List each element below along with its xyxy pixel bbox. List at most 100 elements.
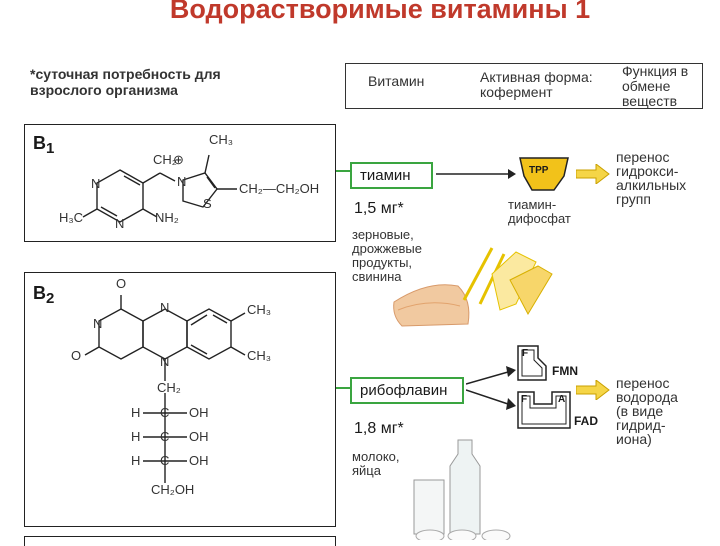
b2-ch2: CH₂ [157, 380, 181, 395]
b1-function: перенос гидрокси- алкильных групп [616, 150, 686, 206]
tpp-name-line-1: тиамин- [508, 197, 557, 212]
b1-label: B1 [33, 133, 54, 157]
b2-oh3: OH [189, 453, 209, 468]
b1-index: 1 [46, 140, 55, 157]
b1-dose: 1,5 мг* [354, 200, 404, 217]
b2-function-line-3: (в виде [616, 403, 664, 419]
b2-function-line-2: водорода [616, 389, 678, 405]
fad-letter-f: F [521, 394, 528, 405]
b2-ch3-a: CH₃ [247, 302, 272, 317]
b2-n2: N [160, 300, 170, 315]
b2-n3: N [160, 354, 170, 369]
fmn-letter-f: F [522, 348, 529, 359]
b1-source-1: зерновые, [352, 227, 414, 242]
b2-c3: C [160, 453, 170, 468]
riboflavin-structure [84, 295, 246, 483]
fad-coenzyme-icon [517, 391, 571, 429]
b1-plus: ⊕ [173, 152, 184, 167]
header-function: Функция в обмене веществ [622, 64, 688, 109]
fmn-coenzyme-icon [517, 345, 547, 381]
b2-h2: H [131, 429, 141, 444]
fad-label: FAD [574, 414, 598, 428]
b1-s: S [203, 196, 212, 211]
b1-connector [336, 170, 352, 172]
b1-function-line-3: алкильных [616, 177, 687, 193]
b2-arrows [466, 366, 516, 410]
b1-function-arrow [576, 164, 610, 184]
header-function-line-1: Функция в [622, 63, 689, 79]
header-function-line-3: веществ [622, 93, 678, 109]
b2-name-box: рибофлавин [350, 377, 464, 404]
b2-label: B2 [33, 283, 54, 307]
b2-o-top: O [116, 276, 127, 291]
header-active-form-line-1: Активная форма: [480, 69, 593, 85]
b2-source-1: молоко, [352, 449, 400, 464]
b2-h1: H [131, 405, 141, 420]
b2-index: 2 [46, 290, 55, 307]
pyrazine-ring [142, 308, 188, 360]
b1-function-line-4: групп [616, 191, 651, 207]
b2-h3: H [131, 453, 141, 468]
grain-food-illustration [393, 247, 553, 327]
b1-source-3: продукты, [352, 255, 413, 270]
b1-arrow [436, 169, 516, 179]
next-panel-edge [24, 536, 336, 546]
b2-structure-panel: B2 O O N N N CH₃ CH₃ CH₂ H C OH H C OH H… [24, 272, 336, 527]
b2-c2: C [160, 429, 170, 444]
header-function-line-2: обмене [622, 78, 671, 94]
header-vitamin: Витамин [368, 73, 425, 89]
b2-letter: B [33, 283, 46, 303]
b1-structure-panel: B1 CH₃ CH₂ ⊕ N S CH₂—CH₂OH H₃C NH₂ N N [24, 124, 336, 242]
note-line-2: взрослого организма [30, 82, 178, 98]
b1-n-plus: N [177, 174, 187, 189]
b1-ch3-top: CH₃ [209, 132, 234, 147]
fmn-label: FMN [552, 364, 578, 378]
b2-ch3-b: CH₃ [247, 348, 272, 363]
b2-n1: N [93, 316, 103, 331]
pyrimidine-ring [98, 308, 144, 360]
b2-function-line-1: перенос [616, 375, 670, 391]
b1-sources: зерновые, дрожжевые продукты, свинина [352, 228, 422, 284]
b2-o-left: O [71, 348, 82, 363]
b2-oh2: OH [189, 429, 209, 444]
thiazole-ring [182, 172, 218, 208]
b1-letter: B [33, 133, 46, 153]
b1-nh2: NH₂ [155, 210, 179, 225]
b2-dose: 1,8 мг* [354, 420, 404, 437]
b1-source-2: дрожжевые [352, 241, 423, 256]
b1-ch2: CH₂ [153, 152, 177, 167]
b2-source-2: яйца [352, 463, 381, 478]
tpp-coenzyme-icon [519, 157, 569, 191]
b1-function-line-1: перенос [616, 149, 670, 165]
benzene-ring [186, 308, 232, 360]
b1-n1: N [91, 176, 101, 191]
b1-function-line-2: гидрокси- [616, 163, 679, 179]
header-active-form: Активная форма: кофермент [480, 70, 593, 100]
thiamine-structure [82, 154, 237, 223]
b2-function: перенос водорода (в виде гидрид- иона) [616, 376, 678, 446]
fad-letter-a: A [558, 394, 566, 405]
b2-oh1: OH [189, 405, 209, 420]
b2-function-line-5: иона) [616, 431, 652, 447]
b1-n3: N [115, 216, 125, 231]
pyrimidine-ring [96, 169, 144, 223]
page-title: Водорастворимые витамины 1 [169, 0, 591, 24]
b1-name-box: тиамин [350, 162, 433, 189]
dairy-food-illustration [413, 439, 511, 540]
header-active-form-line-2: кофермент [480, 84, 553, 100]
b1-h3c: H₃C [59, 210, 84, 225]
daily-requirement-note: *суточная потребность для взрослого орга… [30, 66, 221, 98]
column-header: Витамин Активная форма: кофермент Функци… [345, 63, 703, 109]
b1-source-4: свинина [352, 269, 402, 284]
b2-function-arrow [576, 380, 610, 400]
tpp-label: TPP [529, 165, 549, 176]
b2-connector [336, 387, 352, 389]
note-line-1: *суточная потребность для [30, 66, 221, 82]
b1-chain: CH₂—CH₂OH [239, 181, 320, 196]
b2-sources: молоко, яйца [352, 450, 400, 478]
tpp-name: тиамин- дифосфат [508, 198, 571, 226]
b2-c1: C [160, 405, 170, 420]
b2-ch2oh: CH₂OH [151, 482, 195, 497]
b2-function-line-4: гидрид- [616, 417, 666, 433]
tpp-name-line-2: дифосфат [508, 211, 571, 226]
